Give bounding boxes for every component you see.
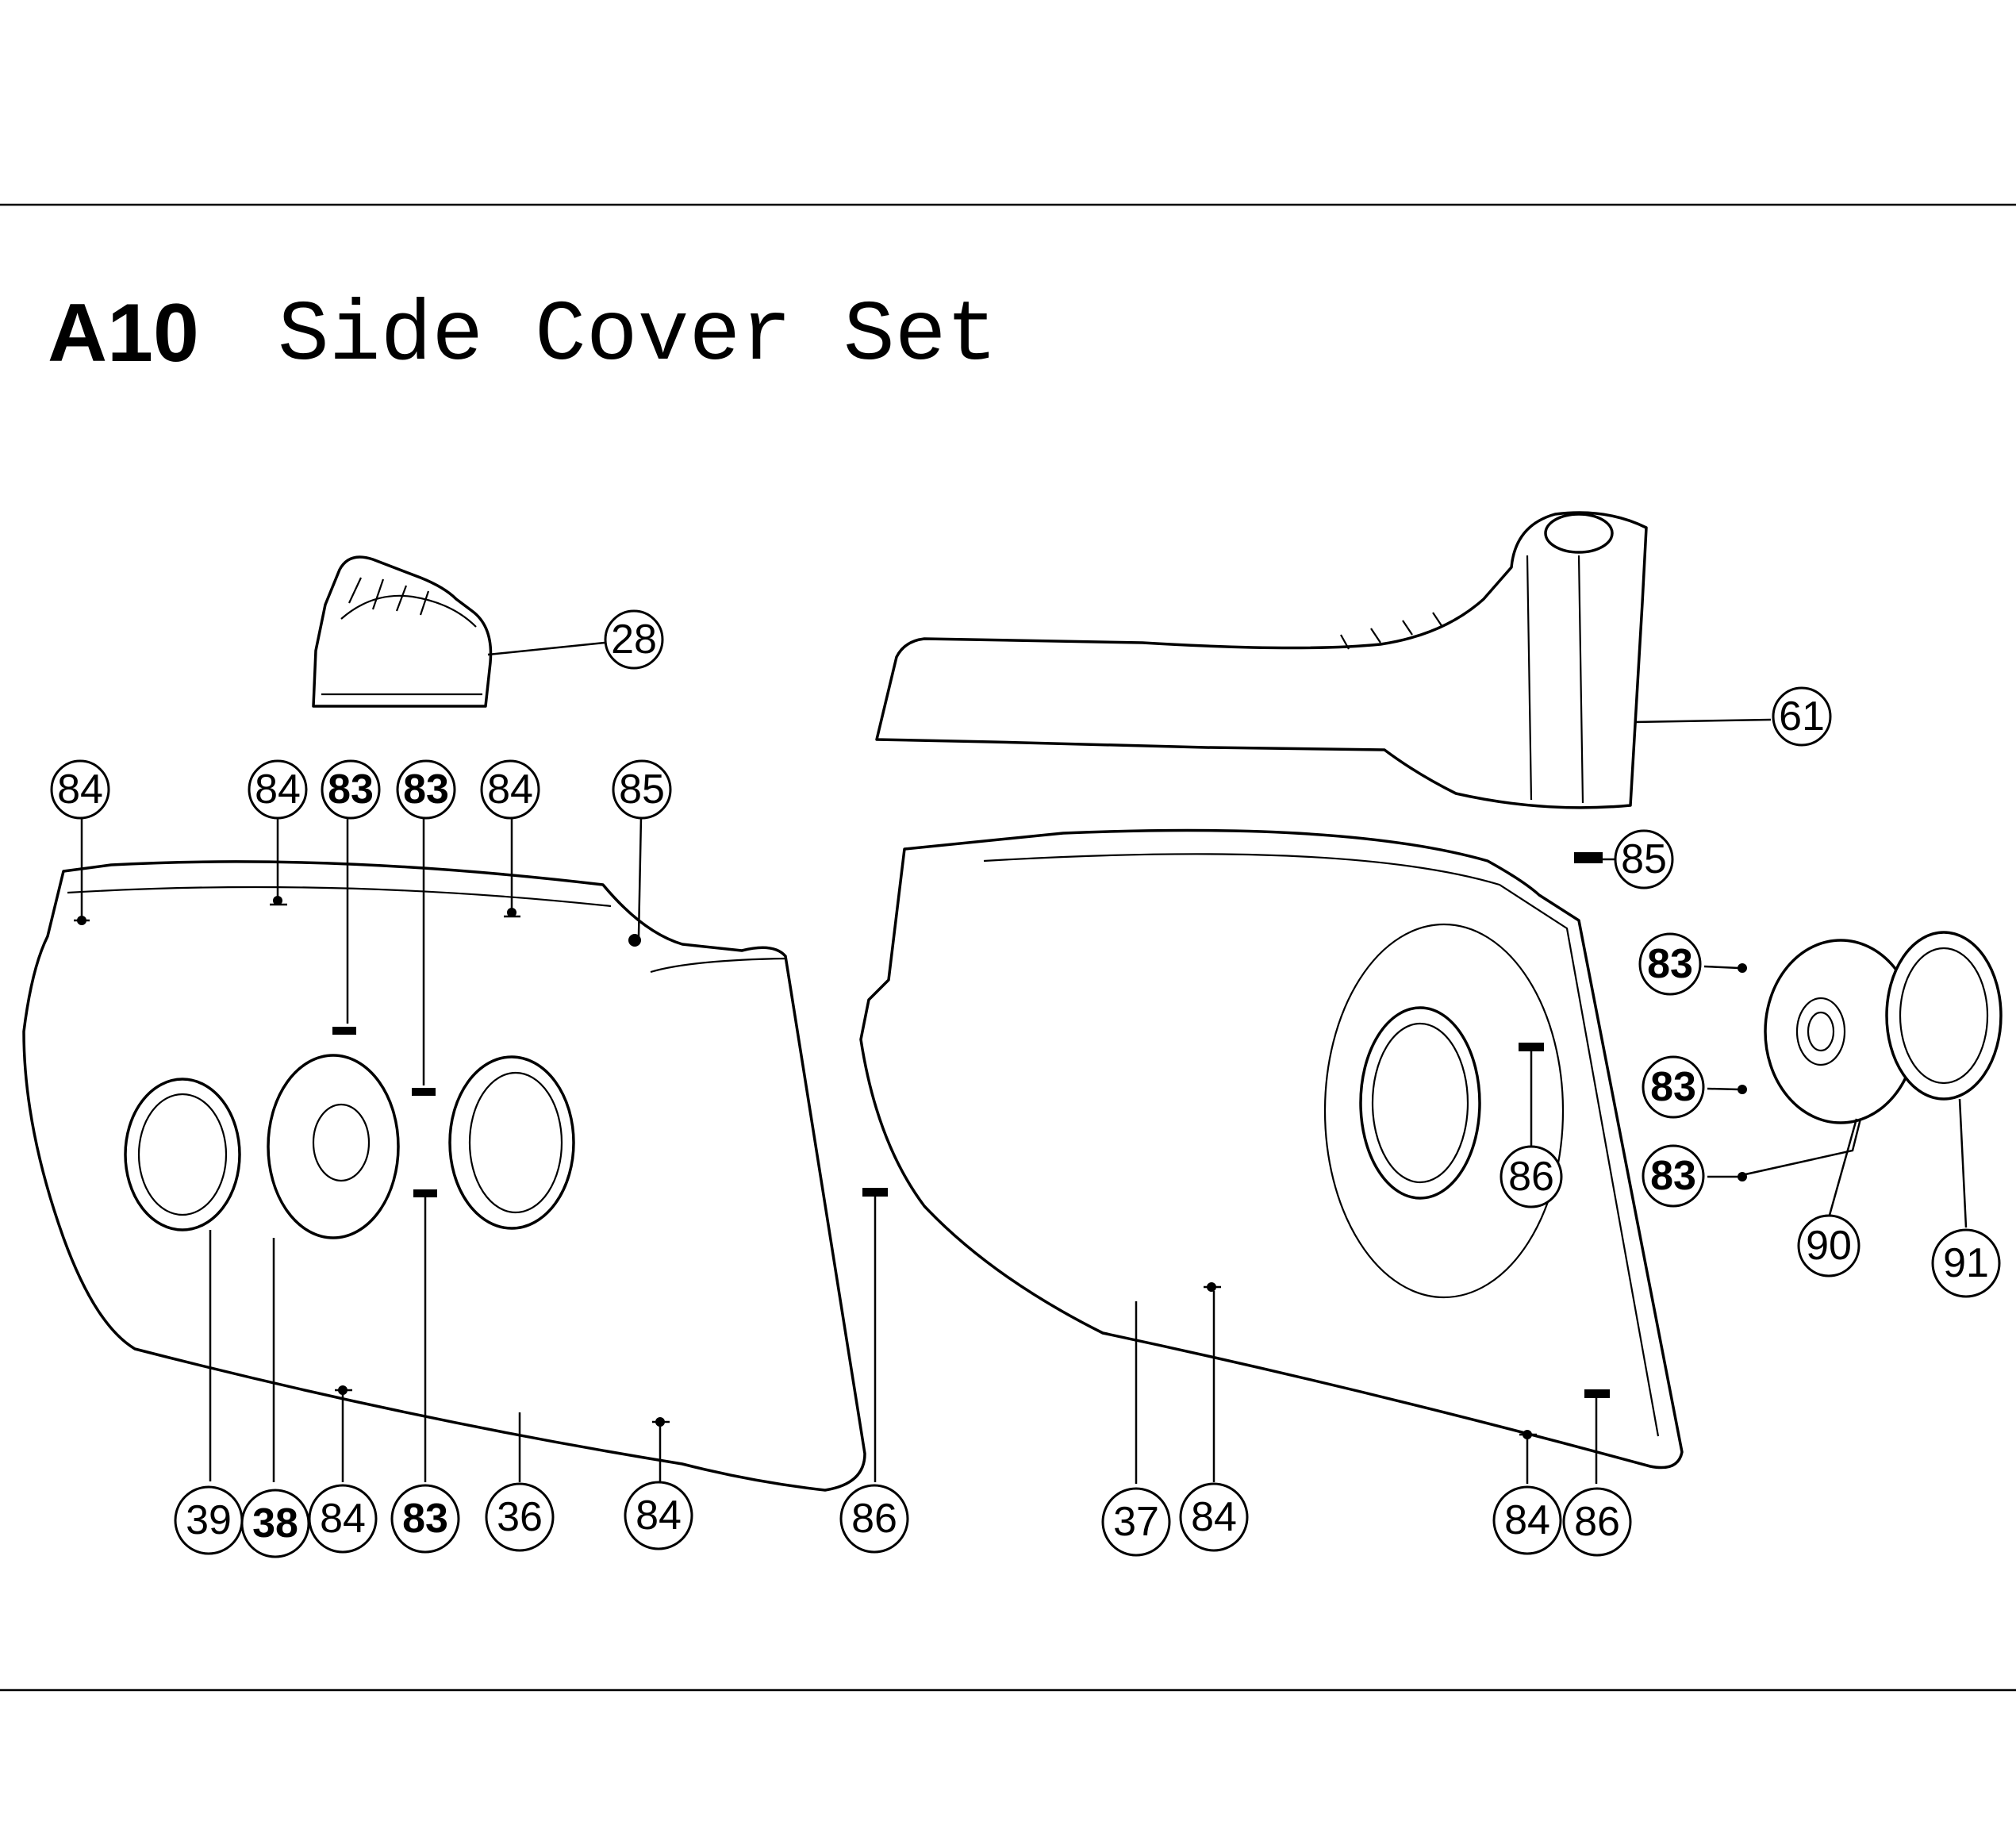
callout-83-right-3: 83 xyxy=(1642,1144,1705,1208)
svg-text:86: 86 xyxy=(1574,1499,1620,1545)
svg-text:84: 84 xyxy=(1504,1497,1550,1543)
svg-text:84: 84 xyxy=(636,1493,682,1539)
screw-83-r1 xyxy=(1738,963,1747,973)
title-code: A10 xyxy=(48,287,199,379)
svg-text:90: 90 xyxy=(1806,1223,1852,1269)
callout-83-top-1: 83 xyxy=(321,759,381,820)
callout-85-left: 85 xyxy=(612,759,672,820)
part-36-left-side-cover xyxy=(22,860,866,1492)
svg-text:84: 84 xyxy=(255,766,301,813)
svg-text:83: 83 xyxy=(403,766,449,813)
callout-39: 39 xyxy=(174,1485,244,1555)
svg-text:86: 86 xyxy=(1508,1154,1554,1200)
svg-text:83: 83 xyxy=(328,766,374,813)
svg-text:38: 38 xyxy=(252,1500,298,1546)
callout-91: 91 xyxy=(1931,1228,2001,1298)
screw-86-r2 xyxy=(1584,1389,1610,1398)
callout-84-bottom-1: 84 xyxy=(308,1484,378,1554)
screw-83-r3 xyxy=(1738,1172,1747,1181)
callout-83-bottom: 83 xyxy=(390,1484,460,1554)
svg-text:85: 85 xyxy=(619,766,665,813)
callout-84-bottom-4: 84 xyxy=(1492,1485,1562,1555)
title-text: Side Cover Set xyxy=(278,288,997,385)
svg-text:36: 36 xyxy=(497,1494,543,1540)
svg-text:84: 84 xyxy=(487,766,533,813)
callout-38: 38 xyxy=(240,1489,310,1558)
screw-84-r1 xyxy=(1204,1282,1221,1292)
svg-text:84: 84 xyxy=(57,766,103,813)
part-37-right-side-cover xyxy=(859,828,1684,1470)
callout-90: 90 xyxy=(1797,1214,1860,1277)
callout-84-top-3: 84 xyxy=(480,759,540,820)
screw-83-l1 xyxy=(332,1027,356,1035)
callout-28: 28 xyxy=(604,609,664,670)
leader-lines xyxy=(80,641,1968,1484)
screw-85-r xyxy=(1574,852,1603,863)
svg-text:28: 28 xyxy=(611,617,657,663)
callout-61: 61 xyxy=(1772,686,1832,747)
screw-84-r2 xyxy=(1519,1430,1537,1439)
svg-text:84: 84 xyxy=(1191,1494,1237,1540)
screw-84-l1 xyxy=(74,916,90,925)
part-28-cup-holder xyxy=(312,555,493,708)
callout-86-bottom-1: 86 xyxy=(839,1484,909,1554)
svg-text:61: 61 xyxy=(1779,693,1825,740)
callout-84-bottom-2: 84 xyxy=(624,1481,693,1550)
callout-36: 36 xyxy=(485,1482,555,1552)
svg-text:83: 83 xyxy=(1650,1064,1696,1110)
callout-37: 37 xyxy=(1101,1487,1171,1557)
screw-83-l2 xyxy=(412,1088,436,1096)
screw-83-r2 xyxy=(1738,1085,1747,1094)
svg-text:83: 83 xyxy=(1650,1153,1696,1199)
svg-text:84: 84 xyxy=(320,1496,366,1542)
callout-86-upper: 86 xyxy=(1500,1145,1563,1208)
callout-85-right: 85 xyxy=(1614,829,1674,889)
callout-84-top-2: 84 xyxy=(248,759,308,820)
part-61-top-cover xyxy=(875,511,1648,809)
part-91-ring xyxy=(1885,931,2003,1101)
svg-text:83: 83 xyxy=(1647,941,1693,987)
svg-text:85: 85 xyxy=(1621,836,1667,882)
svg-text:91: 91 xyxy=(1943,1240,1989,1286)
callout-84-top-1: 84 xyxy=(50,759,110,820)
callout-84-bottom-3: 84 xyxy=(1179,1482,1249,1552)
svg-text:86: 86 xyxy=(851,1496,897,1542)
callout-83-right-1: 83 xyxy=(1638,932,1702,996)
svg-text:83: 83 xyxy=(402,1496,448,1542)
svg-text:37: 37 xyxy=(1113,1499,1159,1545)
callout-83-right-2: 83 xyxy=(1642,1055,1705,1119)
screw-85-l xyxy=(628,934,641,947)
svg-text:39: 39 xyxy=(186,1497,232,1543)
callout-83-top-2: 83 xyxy=(396,759,456,820)
callout-86-bottom-2: 86 xyxy=(1562,1487,1632,1557)
